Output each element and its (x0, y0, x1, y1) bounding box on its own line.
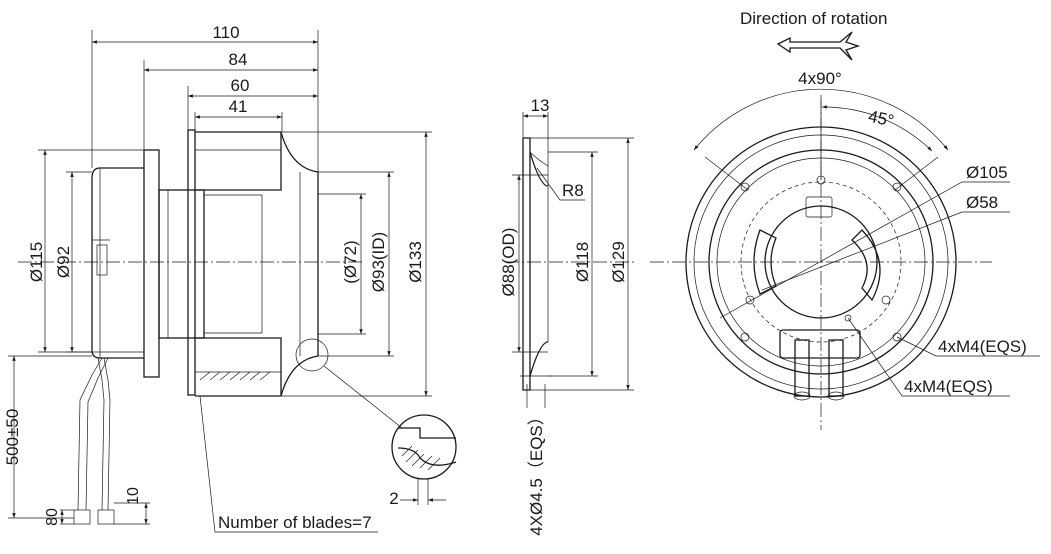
dim-dia-88-od: Ø88(OD) (499, 228, 518, 297)
motor-housing (91, 167, 144, 359)
impeller-shroud (280, 131, 319, 173)
dim-depth-13: 13 (531, 96, 550, 115)
rotation-arrow (776, 31, 861, 61)
dim-110: 110 (212, 23, 239, 42)
rotation-label: Direction of rotation (740, 9, 887, 28)
dim-dia-72: (Ø72) (341, 240, 360, 283)
dim-dia-92: Ø92 (54, 246, 73, 278)
cable-outlet (779, 329, 861, 359)
dim-thread-inner: 4xM4(EQS) (904, 377, 993, 396)
dim-dia-133: Ø133 (406, 241, 425, 283)
dim-thread-outer: 4xM4(EQS) (938, 337, 1027, 356)
dim-dia-115: Ø115 (27, 242, 46, 282)
dim-strip-10: 10 (125, 487, 142, 505)
detail-circle (295, 338, 329, 372)
dim-cable-length: 500±50 (3, 409, 22, 466)
dim-45: 45° (867, 107, 896, 131)
dim-strip-80: 80 (44, 508, 61, 526)
cable (77, 357, 103, 511)
dim-84: 84 (229, 50, 248, 69)
dim-holes-4x: 4XØ4.5（EQS） (527, 408, 546, 536)
dim-4x90: 4x90° (798, 69, 842, 88)
cable-gland (96, 244, 108, 276)
front-view: Direction of rotation 4x90° 45° (650, 9, 1040, 430)
dim-60: 60 (231, 76, 250, 95)
rotor-body (158, 189, 205, 339)
side-view: 110 84 60 41 Ø115 Ø92 (Ø72) Ø93(ID) Ø133 (3, 23, 457, 533)
dim-r8: R8 (562, 181, 584, 200)
inlet-ring-view: 13 R8 Ø88(OD) Ø118 Ø129 4XØ4.5（EQS） (499, 96, 635, 536)
dim-41: 41 (229, 97, 248, 116)
blades-label: Number of blades=7 (218, 513, 372, 532)
dim-dia-105: Ø105 (966, 163, 1008, 182)
mount-hole (740, 182, 750, 192)
dim-dia-118: Ø118 (573, 242, 592, 282)
impeller-backplate (187, 129, 196, 396)
dim-dia-129: Ø129 (609, 241, 628, 283)
hub-circle (764, 205, 878, 319)
dim-detail-2: 2 (389, 489, 398, 508)
detail-view (391, 414, 457, 480)
dim-dia-93-id: Ø93(ID) (369, 232, 388, 292)
outer-flange-circle (685, 126, 957, 398)
dim-dia-58: Ø58 (966, 193, 998, 212)
motor-flange (143, 149, 160, 378)
